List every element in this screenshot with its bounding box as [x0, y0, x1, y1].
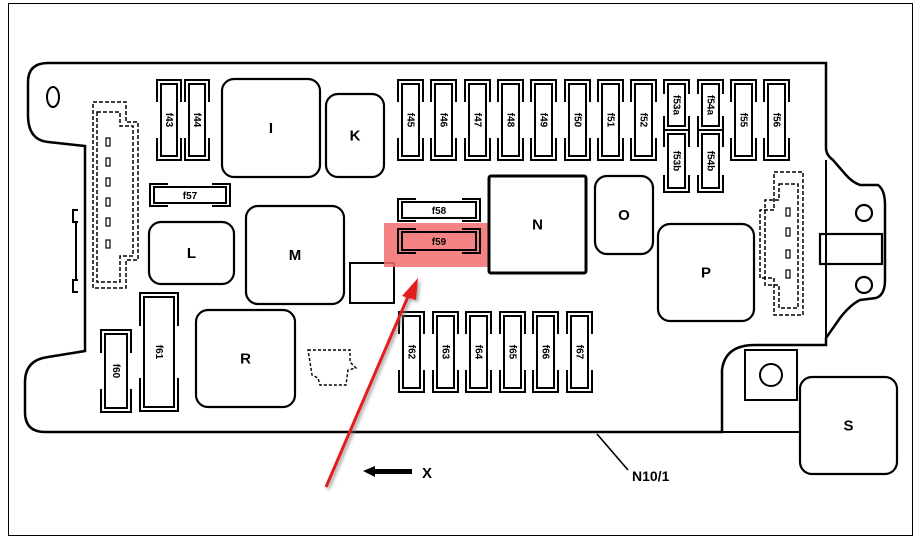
fuse-label: f55 [738, 113, 749, 128]
fuse-f53a[interactable]: f53a [663, 79, 690, 131]
fuse-f58[interactable]: f58 [397, 198, 481, 222]
fuse-label: f56 [771, 113, 782, 128]
relay-o [593, 174, 655, 256]
relay-label: M [289, 247, 302, 264]
relay-label: I [269, 120, 273, 137]
fuse-f47[interactable]: f47 [464, 79, 491, 161]
left-connector [92, 101, 139, 289]
fuse-label: f46 [438, 113, 449, 128]
right-connector-pins [785, 207, 791, 279]
relay-label: N [532, 217, 543, 234]
fuse-label: f58 [432, 206, 447, 217]
fuse-label: f67 [574, 345, 585, 360]
bottom-right-mount [744, 349, 798, 401]
fuse-f48[interactable]: f48 [497, 79, 524, 161]
board-outline [23, 61, 887, 434]
fuse-label: f61 [153, 345, 164, 360]
fuse-label: f60 [110, 364, 121, 379]
fuse-f51[interactable]: f51 [597, 79, 624, 161]
fuse-f52[interactable]: f52 [630, 79, 657, 161]
fuse-label: f43 [163, 113, 174, 128]
fuse-f54b[interactable]: f54b [697, 129, 724, 193]
fuse-label: f47 [472, 113, 483, 128]
fuse-label: f53a [671, 95, 682, 115]
fuse-f59[interactable]: f59 [397, 228, 481, 254]
relay-label: R [240, 351, 251, 368]
fuse-label: f51 [605, 113, 616, 128]
mounting-hole-icon [46, 86, 60, 108]
direction-indicator: X [363, 465, 432, 482]
fuse-f46[interactable]: f46 [430, 79, 457, 161]
fuse-label: f62 [406, 345, 417, 360]
fuse-f65[interactable]: f65 [499, 311, 526, 393]
relay-i [220, 77, 322, 179]
fuse-label: f50 [572, 113, 583, 128]
fuse-f45[interactable]: f45 [397, 79, 424, 161]
relay-group: I K L M N O P R S [147, 77, 899, 476]
fuse-label: f54a [705, 95, 716, 115]
relay-label: S [843, 418, 853, 435]
fuse-f43[interactable]: f43 [156, 79, 182, 161]
fuse-label: f45 [405, 113, 416, 128]
fuse-f53b[interactable]: f53b [663, 129, 690, 193]
fuse-f67[interactable]: f67 [566, 311, 593, 393]
fuse-label: f57 [183, 191, 198, 202]
fuse-label: f65 [507, 345, 518, 360]
relay-label: L [187, 245, 196, 262]
fuse-f60[interactable]: f60 [100, 329, 132, 413]
fuse-f63[interactable]: f63 [432, 311, 459, 393]
direction-label: X [422, 465, 432, 482]
module-callout: N10/1 [596, 433, 670, 484]
fuse-label: f64 [473, 345, 484, 360]
relay-label: K [350, 128, 361, 145]
mounting-hole-icon [854, 203, 874, 223]
fuse-f49[interactable]: f49 [530, 79, 557, 161]
fuse-f61[interactable]: f61 [139, 292, 179, 412]
relay-label: O [618, 207, 630, 224]
relay-label: P [701, 265, 711, 282]
right-mount-bracket [818, 203, 884, 295]
fuse-label: f54b [705, 151, 716, 172]
left-connector-pins [105, 137, 111, 249]
diagram-frame [8, 3, 913, 536]
fuse-label: f66 [540, 345, 551, 360]
relay-s [798, 375, 899, 476]
relay-r [194, 308, 297, 409]
mounting-hole-icon [854, 275, 874, 295]
fuse-f50[interactable]: f50 [564, 79, 591, 161]
fuse-label: f59 [432, 237, 447, 248]
right-connector [759, 171, 804, 316]
relay-l [147, 220, 236, 286]
fuse-label: f52 [638, 113, 649, 128]
fuse-f57[interactable]: f57 [149, 183, 231, 207]
relay-p [656, 222, 756, 323]
fuse-label: f49 [538, 113, 549, 128]
left-clips [72, 209, 78, 293]
fuse-f54a[interactable]: f54a [697, 79, 724, 131]
fuse-f64[interactable]: f64 [465, 311, 492, 393]
fuse-f66[interactable]: f66 [532, 311, 559, 393]
fuse-label: f44 [191, 113, 202, 128]
fuse-group: f43 f44 f45 f46 f47 f48 f49 f50 f51 f52 f53a f54a f5… [100, 79, 790, 413]
fuse-label: f48 [505, 113, 516, 128]
fuse-label: f63 [440, 345, 451, 360]
relay-m [244, 204, 346, 306]
blank-slot [349, 262, 395, 304]
relay-n [487, 174, 588, 275]
fuse-f44[interactable]: f44 [184, 79, 210, 161]
relay-k [324, 92, 386, 179]
pointer-arrow [324, 278, 418, 488]
module-label: N10/1 [632, 468, 670, 484]
fuse-f55[interactable]: f55 [730, 79, 757, 161]
left-arrow-icon [363, 466, 412, 477]
fuse-f56[interactable]: f56 [763, 79, 790, 161]
fuse-f62[interactable]: f62 [398, 311, 425, 393]
fuse-label: f53b [671, 151, 682, 172]
arrowhead-icon [402, 278, 418, 300]
small-connector [307, 349, 358, 386]
